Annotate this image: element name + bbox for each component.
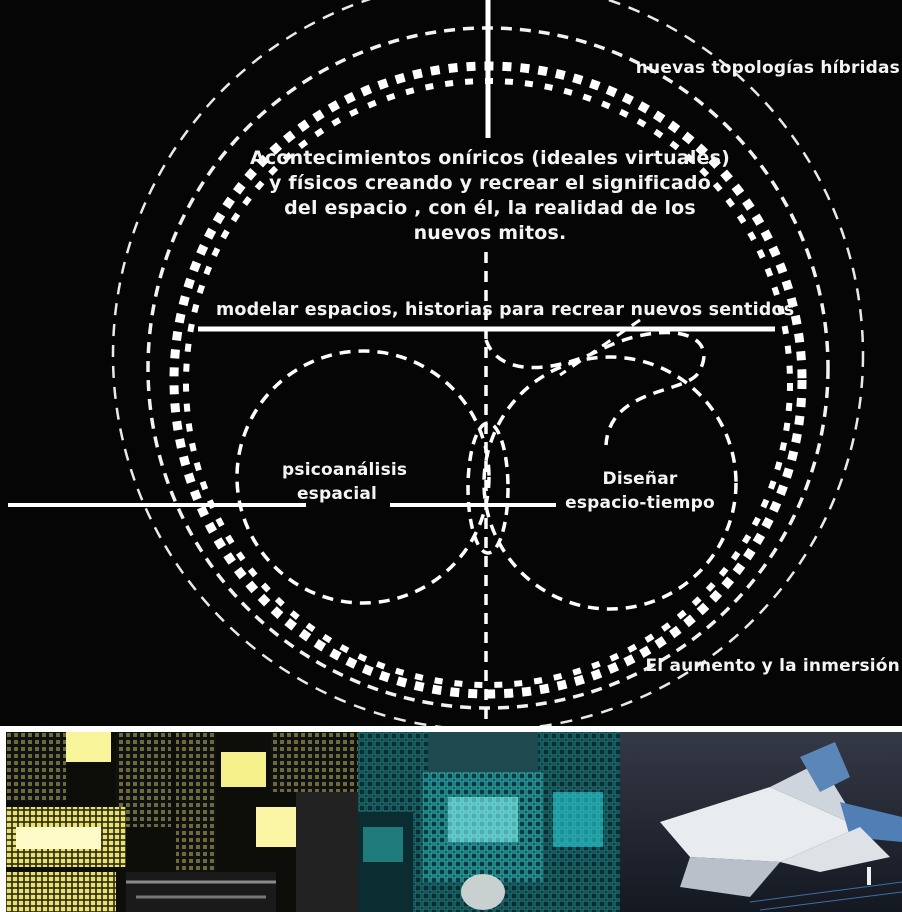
white-folded-sculpture-image bbox=[620, 732, 902, 912]
label-augmentation-immersion: El aumento y la inmersión bbox=[645, 656, 900, 676]
label-new-hybrid-topologies: nuevas topologías híbridas bbox=[635, 58, 900, 78]
dashed-squiggle-path bbox=[484, 330, 706, 446]
label-spatial-psychoanalysis: psicoanálisis espacial bbox=[282, 460, 408, 504]
label-design-spacetime: Diseñar espacio-tiempo bbox=[565, 469, 715, 513]
label-model-spaces: modelar espacios, historias para recrear… bbox=[216, 300, 795, 320]
cyan-grid-render-image bbox=[358, 732, 620, 912]
diagram-lines bbox=[8, 0, 865, 726]
concept-diagram: nuevas topologías híbridas Acontecimient… bbox=[0, 0, 902, 726]
right-dashed-circle bbox=[482, 355, 738, 611]
label-central-text: Acontecimientos oníricos (ideales virtua… bbox=[250, 147, 731, 244]
diagonal-dashed-path bbox=[559, 318, 641, 377]
left-dashed-circle bbox=[235, 349, 491, 605]
center-dashed-ellipse bbox=[466, 421, 510, 555]
outer-thin-dashed-circle bbox=[111, 0, 865, 726]
yellow-grid-render-image bbox=[6, 732, 358, 912]
